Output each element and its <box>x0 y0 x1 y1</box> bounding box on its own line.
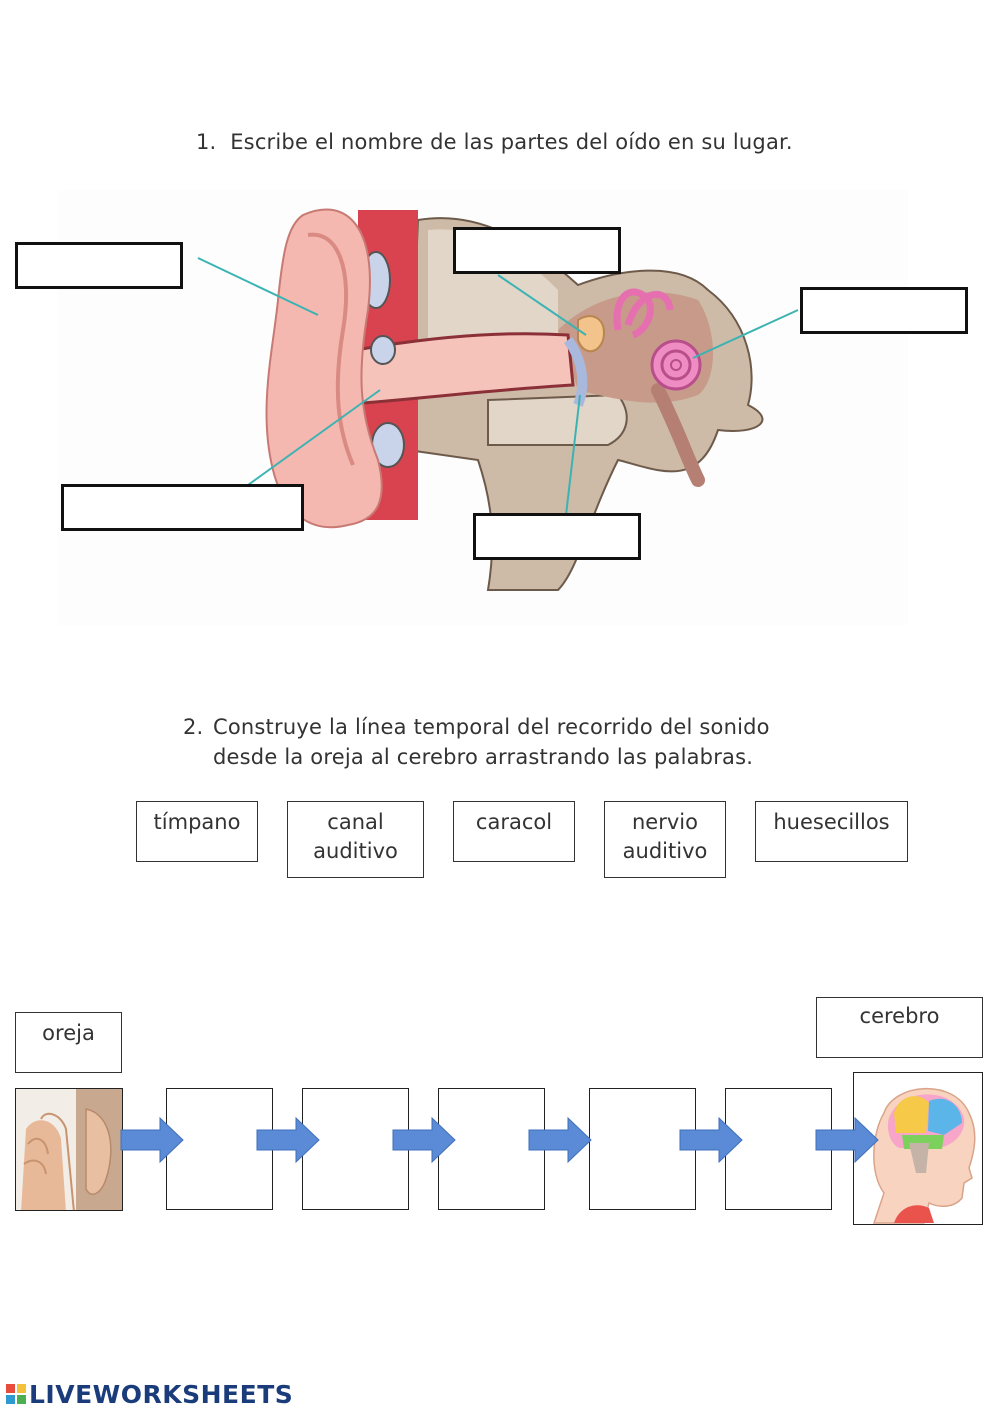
question-1-number: 1. <box>196 130 217 154</box>
question-2-number: 2. <box>183 715 204 739</box>
arrow-1 <box>120 1116 184 1164</box>
ear-diagram-svg <box>197 208 799 591</box>
question-1: 1. Escribe el nombre de las partes del o… <box>196 130 793 154</box>
question-2-line-2: desde la oreja al cerebro arrastrando la… <box>213 745 754 769</box>
word-card-caracol[interactable]: caracol <box>453 801 575 862</box>
question-2-line-1: Construye la línea temporal del recorrid… <box>213 715 770 739</box>
cartilage-oval-2 <box>370 335 396 365</box>
word-card-line-1: caracol <box>475 810 553 834</box>
word-card-line-1: nervio <box>632 810 698 834</box>
arrow-3 <box>392 1116 456 1164</box>
timeline-slot-4[interactable] <box>589 1088 696 1210</box>
timeline-end-text: cerebro <box>859 1004 940 1028</box>
bone-texture-lower <box>487 393 628 446</box>
timeline-slot-5[interactable] <box>725 1088 832 1210</box>
timeline-end-label: cerebro <box>816 997 983 1058</box>
word-card-line-1: tímpano <box>153 810 241 834</box>
timeline-slot-2[interactable] <box>302 1088 409 1210</box>
cochlea-spiral-inner <box>660 349 692 381</box>
arrow-5 <box>679 1116 743 1164</box>
pinna-fold <box>307 232 355 466</box>
question-1-text: Escribe el nombre de las partes del oído… <box>230 130 793 154</box>
leader-line-pinna <box>197 257 319 316</box>
semicircular-canal-2 <box>624 290 674 327</box>
word-card-timpano[interactable]: tímpano <box>136 801 258 862</box>
liveworksheets-logo-text: LIVEWORKSHEETS <box>29 1380 294 1409</box>
answer-blank-eardrum[interactable] <box>473 513 641 560</box>
arrow-2 <box>256 1116 320 1164</box>
liveworksheets-logo: LIVEWORKSHEETS <box>6 1380 293 1409</box>
arrow-4 <box>528 1116 592 1164</box>
word-card-line-1: huesecillos <box>773 810 890 834</box>
word-card-huesecillos[interactable]: huesecillos <box>755 801 908 862</box>
timeline-slot-3[interactable] <box>438 1088 545 1210</box>
word-card-nervio-auditivo[interactable]: nervio auditivo <box>604 801 726 878</box>
brain-photo <box>853 1072 983 1225</box>
eustachian-tube <box>651 383 705 487</box>
timeline-start-label: oreja <box>15 1012 122 1073</box>
word-card-line-1: canal <box>327 810 384 834</box>
liveworksheets-logo-icon <box>6 1384 26 1404</box>
word-card-line-2: auditivo <box>622 839 708 863</box>
cochlea-shape <box>650 339 702 391</box>
ossicles-shape <box>577 315 605 353</box>
question-2: 2. Construye la línea temporal del recorr… <box>183 712 770 772</box>
leader-line-eardrum <box>565 394 581 516</box>
leader-line-cochlea <box>692 309 799 359</box>
timeline-start-text: oreja <box>42 1021 95 1045</box>
arrow-6 <box>815 1116 879 1164</box>
leader-line-canal <box>247 389 381 486</box>
word-card-line-2: auditivo <box>313 839 398 863</box>
ear-photo <box>15 1088 123 1211</box>
hand-on-ear-icon <box>21 1089 122 1210</box>
cochlea-spiral-center <box>670 359 682 371</box>
leader-line-ossicles <box>497 274 587 336</box>
semicircular-canal-1 <box>613 288 654 339</box>
timeline-arrows <box>120 1116 879 1164</box>
answer-blank-cochlea[interactable] <box>800 287 968 334</box>
answer-blank-ossicles[interactable] <box>453 227 621 274</box>
pinna <box>265 208 383 529</box>
brain-head-icon <box>872 1087 976 1224</box>
answer-blank-pinna[interactable] <box>15 242 183 289</box>
word-card-canal-auditivo[interactable]: canal auditivo <box>287 801 424 878</box>
answer-blank-ear-canal[interactable] <box>61 484 304 531</box>
